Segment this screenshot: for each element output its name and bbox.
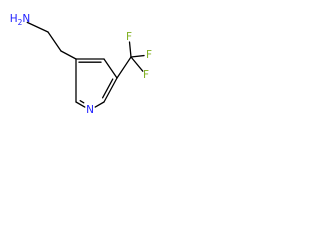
atom-label-f3: F <box>143 69 149 81</box>
bond-a1-a2 <box>47 31 62 52</box>
atom-label-nring: N <box>86 104 94 116</box>
bond-a5-a6-inner <box>101 78 114 99</box>
bond-nring-a7 <box>75 101 86 108</box>
atom-label-namine: H2N <box>10 13 31 27</box>
bond-a1-namine <box>26 21 49 33</box>
bond-a5-a6 <box>103 77 118 103</box>
bond-layer <box>26 21 145 108</box>
bond-a6-nring <box>94 101 105 108</box>
atom-label-f1: F <box>126 31 132 43</box>
bond-a8-f3 <box>130 56 144 72</box>
bond-a4-a5 <box>103 58 118 79</box>
bond-a5-a8 <box>116 56 132 79</box>
bond-a8-f1 <box>128 41 132 58</box>
bond-a2-a3 <box>60 50 77 60</box>
bond-a8-f2 <box>130 54 145 58</box>
atom-label-f2: F <box>146 49 152 61</box>
bond-nring-a7-inner <box>79 100 85 104</box>
